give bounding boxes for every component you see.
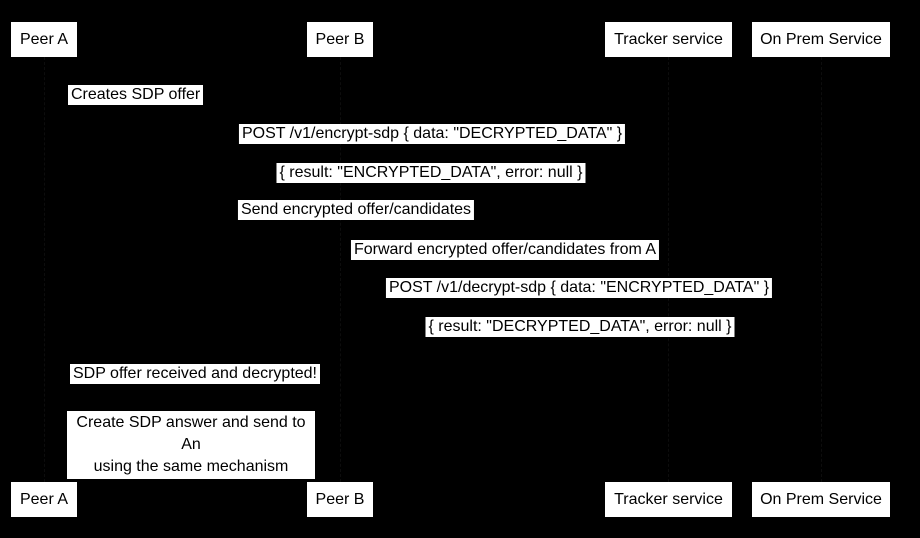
message-creates-sdp-offer: Creates SDP offer [68,85,204,105]
participant-label: Tracker service [614,490,723,508]
participant-peer-a-top: Peer A [11,22,77,57]
message-decrypt-result: { result: "DECRYPTED_DATA", error: null … [425,317,735,337]
participant-peer-b-bottom: Peer B [307,482,373,517]
participant-on-prem-service-bottom: On Prem Service [752,482,890,517]
participant-peer-a-bottom: Peer A [11,482,77,517]
participant-label: Peer A [19,30,69,48]
participant-on-prem-service-top: On Prem Service [752,22,890,57]
participant-label: On Prem Service [760,490,882,508]
message-encrypt-result: { result: "ENCRYPTED_DATA", error: null … [276,163,586,183]
participant-label: On Prem Service [760,30,882,48]
note-line-1: Create SDP answer and send to An [76,414,306,453]
participant-tracker-service-top: Tracker service [605,22,732,57]
participant-label: Peer A [19,490,69,508]
note-line-2: using the same mechanism [93,458,289,475]
participant-peer-b-top: Peer B [307,22,373,57]
lifeline-tracker-service [668,57,669,482]
lifeline-on-prem-service [821,57,822,482]
participant-tracker-service-bottom: Tracker service [605,482,732,517]
participant-label: Peer B [315,30,365,48]
message-send-encrypted-offer: Send encrypted offer/candidates [237,200,475,220]
message-sdp-offer-received: SDP offer received and decrypted! [70,364,320,384]
message-post-decrypt-sdp: POST /v1/decrypt-sdp { data: "ENCRYPTED_… [385,278,773,298]
lifeline-peer-b [340,57,341,482]
participant-label: Tracker service [614,30,723,48]
note-create-sdp-answer: Create SDP answer and send to An using t… [67,411,315,479]
lifeline-peer-a [44,57,45,482]
message-forward-encrypted-offer: Forward encrypted offer/candidates from … [350,240,660,260]
message-post-encrypt-sdp: POST /v1/encrypt-sdp { data: "DECRYPTED_… [238,124,626,144]
participant-label: Peer B [315,490,365,508]
